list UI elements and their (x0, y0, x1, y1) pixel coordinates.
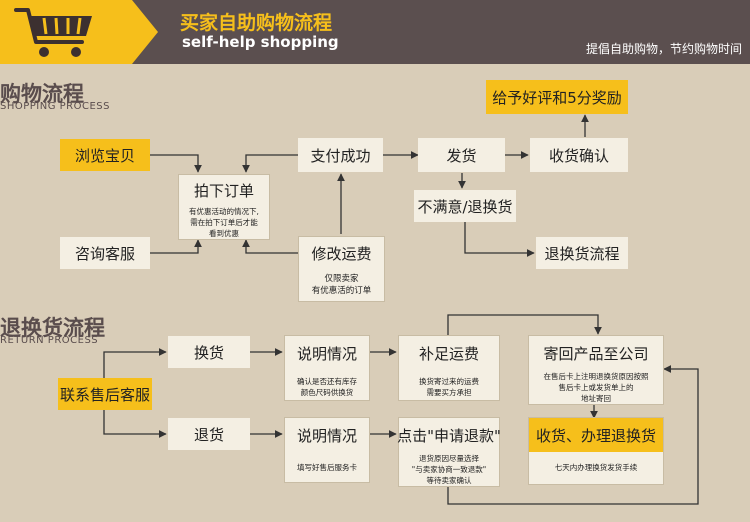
explain1-note: 确认是否还有库存 颜色尺码供换货 (285, 376, 369, 398)
order-note-line: 需在拍下订单后才能 (190, 218, 258, 227)
shopping-section-title: 购物流程 (0, 82, 84, 106)
return-section-subtitle: RETURN PROCESS (0, 335, 99, 346)
explain2-card: 说明情况 填写好售后服务卡 (284, 417, 370, 483)
edit-note-line: 仅限卖家 (324, 274, 359, 284)
page-title: 买家自助购物流程 (180, 12, 333, 34)
send-back-note-line: 地址寄回 (581, 394, 611, 403)
shipping-fee-note-line: 需要买方承担 (426, 388, 472, 397)
edit-price-note: 仅限卖家 有优惠活的订单 (299, 273, 384, 297)
explain1-note-line: 颜色尺码供换货 (300, 388, 354, 397)
order-note: 有优惠活动的情况下, 需在拍下订单后才能 看到优惠 (179, 206, 269, 239)
refund-done-card: 收货、办理退换货 七天内办理换货发货手续 (528, 417, 664, 485)
apply-refund-note: 退货原因尽量选择 "与卖家协商一致退款" 等待卖家确认 (399, 453, 499, 486)
order-note-line: 看到优惠 (209, 229, 239, 238)
send-back-note-line: 在售后卡上注明退换货原因按照 (543, 372, 649, 381)
shipping-fee-note: 换货寄过来的运费 需要买方承担 (399, 376, 499, 398)
refund-done-node: 收货、办理退换货 (529, 418, 663, 452)
contact-service-node: 联系售后客服 (58, 378, 152, 410)
apply-note-line: 等待卖家确认 (426, 476, 472, 485)
pay-node: 支付成功 (298, 138, 383, 172)
apply-note-line: 退货原因尽量选择 (419, 454, 479, 463)
header-slogan: 提倡自助购物，节约购物时间 (585, 42, 742, 56)
send-back-note-line: 售后卡上或发货单上的 (558, 383, 634, 392)
consult-node: 咨询客服 (60, 237, 150, 269)
explain1-card: 说明情况 确认是否还有库存 颜色尺码供换货 (284, 335, 370, 401)
receive-node: 收货确认 (530, 138, 628, 172)
header-notch (132, 0, 158, 64)
apply-refund-node: 点击"申请退款" (397, 426, 501, 445)
explain1-node: 说明情况 (296, 344, 357, 363)
shipping-fee-note-line: 换货寄过来的运费 (419, 377, 479, 386)
return-section-title: 退换货流程 (0, 316, 105, 340)
shipping-fee-node: 补足运费 (418, 344, 479, 363)
apply-refund-card: 点击"申请退款" 退货原因尽量选择 "与卖家协商一致退款" 等待卖家确认 (397, 417, 501, 487)
review-node: 给予好评和5分奖励 (486, 80, 628, 114)
order-card: 拍下订单 有优惠活动的情况下, 需在拍下订单后才能 看到优惠 (178, 174, 270, 240)
page-subtitle: self-help shopping (182, 33, 339, 51)
explain2-note-line: 填写好售后服务卡 (297, 463, 357, 472)
shipping-fee-card: 补足运费 换货寄过来的运费 需要买方承担 (398, 335, 500, 401)
refund-done-note-line: 七天内办理换货发货手续 (554, 463, 638, 472)
send-back-node: 寄回产品至公司 (543, 344, 649, 363)
cart-badge (0, 0, 132, 64)
ship-node: 发货 (418, 138, 505, 172)
edit-note-line: 有优惠活的订单 (311, 286, 372, 296)
apply-note-line: "与卖家协商一致退款" (411, 465, 487, 474)
send-back-card: 寄回产品至公司 在售后卡上注明退换货原因按照 售后卡上或发货单上的 地址寄回 (528, 335, 664, 405)
browse-node: 浏览宝贝 (60, 139, 150, 171)
shopping-section-subtitle: SHOPPING PROCESS (0, 101, 111, 112)
order-note-line: 有优惠活动的情况下, (189, 207, 259, 216)
unhappy-node: 不满意/退换货 (414, 190, 516, 222)
shopping-cart-icon (14, 8, 92, 57)
exchange-node: 换货 (168, 336, 250, 368)
explain2-note: 填写好售后服务卡 (285, 462, 369, 473)
refund-node: 退货 (168, 418, 250, 450)
explain2-node: 说明情况 (296, 426, 357, 445)
edit-price-card: 修改运费 仅限卖家 有优惠活的订单 (298, 236, 385, 302)
send-back-note: 在售后卡上注明退换货原因按照 售后卡上或发货单上的 地址寄回 (529, 371, 663, 404)
return-flow-node: 退换货流程 (536, 237, 628, 269)
explain1-note-line: 确认是否还有库存 (297, 377, 357, 386)
order-node: 拍下订单 (193, 181, 254, 200)
edit-price-node: 修改运费 (311, 244, 372, 263)
refund-done-note: 七天内办理换货发货手续 (529, 462, 663, 473)
